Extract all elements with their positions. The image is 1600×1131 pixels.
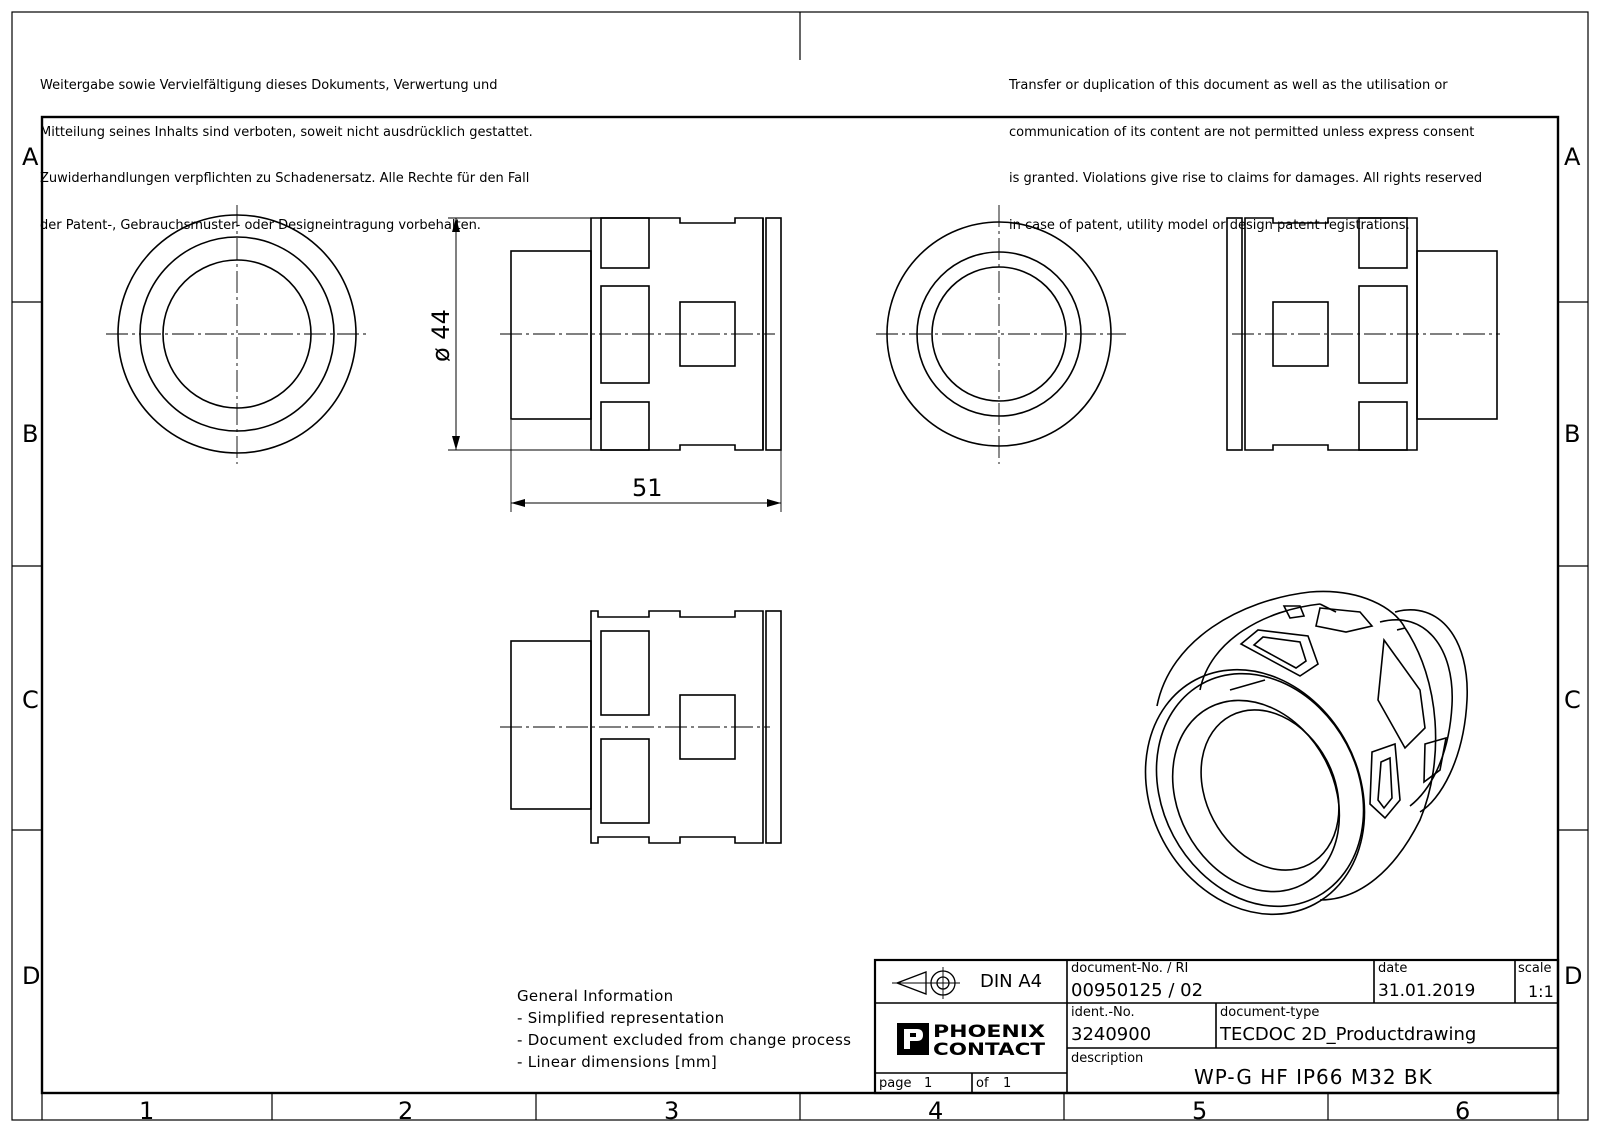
date-label: date <box>1378 961 1408 976</box>
page-number: 1 <box>924 1076 933 1091</box>
notice-line: Transfer or duplication of this document… <box>1009 78 1448 93</box>
general-information-heading: General Information <box>517 987 674 1005</box>
notice-line: in case of patent, utility model or desi… <box>1009 217 1410 233</box>
zone-row-label: D <box>1564 962 1583 990</box>
copyright-notice-english: Transfer or duplication of this document… <box>1009 47 1482 264</box>
title-block <box>873 958 1560 1095</box>
scale-label: scale <box>1518 961 1552 976</box>
side-view-right <box>1226 217 1500 451</box>
document-no: 00950125 / 02 <box>1071 980 1204 1001</box>
end-view-right <box>876 205 1126 464</box>
ident-label: ident.-No. <box>1071 1005 1135 1020</box>
notice-line: Mitteilung seines Inhalts sind verboten,… <box>40 124 533 140</box>
zone-column-label: 4 <box>928 1097 944 1125</box>
dimension-length: 51 <box>632 474 663 502</box>
scale-value: 1:1 <box>1528 982 1554 1001</box>
date-value: 31.01.2019 <box>1378 981 1476 1001</box>
zone-row-label: C <box>22 686 39 714</box>
phoenix-contact-logo: PHOENIX CONTACT <box>895 1020 1047 1060</box>
zone-row-label: B <box>1564 420 1581 448</box>
description-label: description <box>1071 1051 1144 1066</box>
zone-row-label: A <box>22 143 39 171</box>
isometric-view <box>1144 590 1468 916</box>
inner-frame <box>40 115 1560 1095</box>
zone-column-label: 1 <box>139 1097 155 1125</box>
general-information-item: - Linear dimensions [mm] <box>517 1053 717 1071</box>
logo-line-1: PHOENIX <box>933 1022 1045 1042</box>
document-type: TECDOC 2D_Productdrawing <box>1220 1024 1477 1045</box>
notice-line: der Patent-, Gebrauchsmuster- oder Desig… <box>40 217 481 233</box>
notice-line: communication of its content are not per… <box>1009 124 1475 140</box>
zone-column-label: 6 <box>1455 1097 1471 1125</box>
zone-column-label: 2 <box>398 1097 414 1125</box>
sheet-format: DIN A4 <box>980 971 1043 992</box>
dimension-diameter: ø 44 <box>427 309 455 362</box>
outer-frame <box>11 11 1589 1121</box>
general-information-item: - Simplified representation <box>517 1009 725 1027</box>
zone-column-label: 3 <box>664 1097 680 1125</box>
notice-line: is granted. Violations give rise to clai… <box>1009 171 1483 186</box>
zone-row-label: C <box>1564 686 1581 714</box>
notice-line: Weitergabe sowie Vervielfältigung dieses… <box>40 78 498 93</box>
logo-line-2: CONTACT <box>933 1040 1045 1058</box>
side-view-bottom <box>500 610 782 844</box>
general-information-item: - Document excluded from change process <box>517 1031 852 1049</box>
ident-number: 3240900 <box>1071 1024 1152 1045</box>
notice-line: Zuwiderhandlungen verpflichten zu Schade… <box>40 171 530 186</box>
zone-row-label: B <box>22 420 39 448</box>
zone-column-label: 5 <box>1192 1097 1208 1125</box>
description-value: WP-G HF IP66 M32 BK <box>1194 1065 1433 1089</box>
zone-dividers <box>12 301 1588 1120</box>
zone-row-label: A <box>1564 143 1581 171</box>
page-label: page <box>879 1076 912 1091</box>
page-total: 1 <box>1003 1076 1012 1091</box>
projection-symbol-icon <box>892 967 960 999</box>
side-view-top <box>448 217 782 512</box>
document-no-label: document-No. / RI <box>1071 961 1189 976</box>
zone-row-label: D <box>22 962 41 990</box>
document-type-label: document-type <box>1220 1005 1320 1020</box>
end-view-left <box>106 205 370 464</box>
of-label: of <box>976 1076 989 1091</box>
copyright-notice-german: Weitergabe sowie Vervielfältigung dieses… <box>40 47 533 264</box>
